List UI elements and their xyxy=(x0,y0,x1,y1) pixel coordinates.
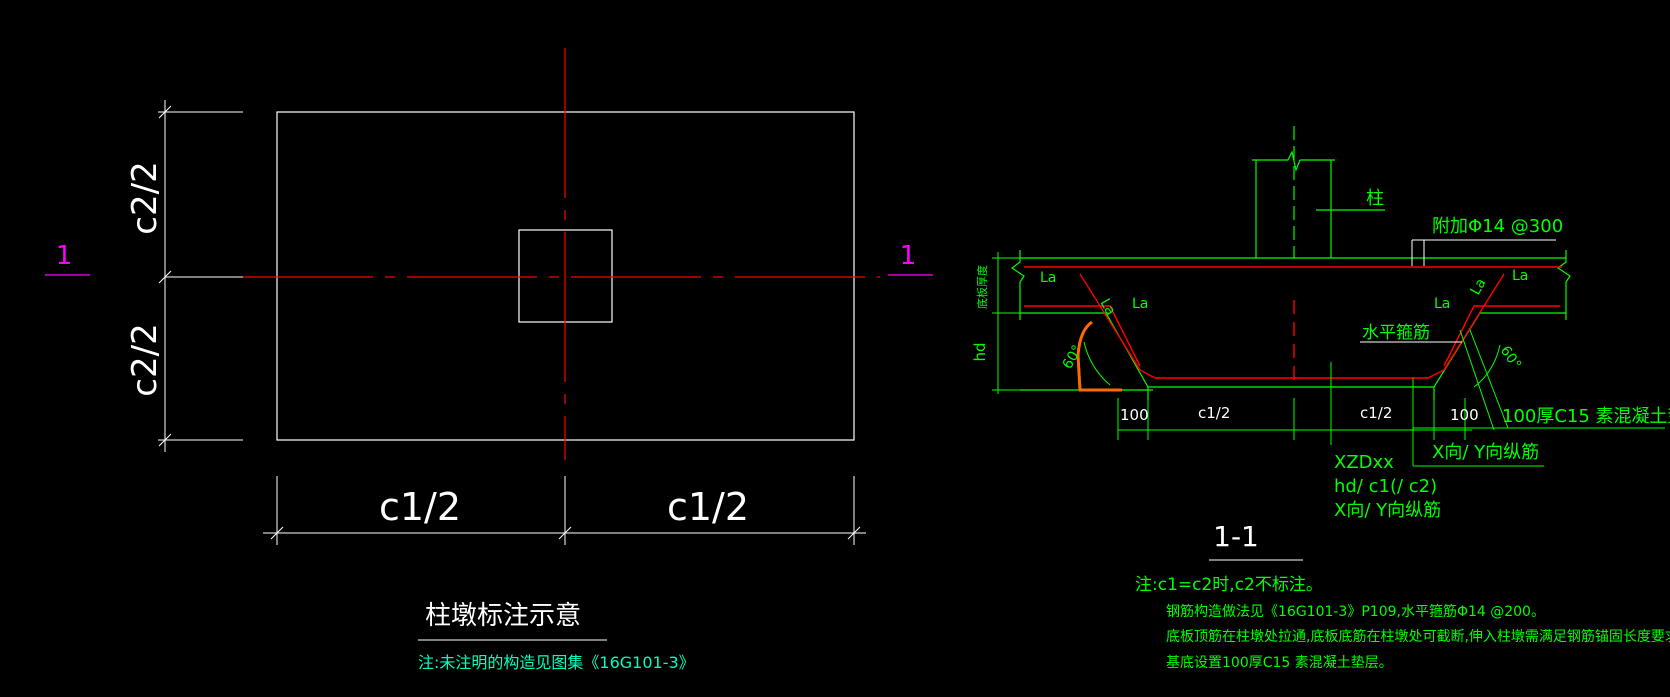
section-mark-right: 1 xyxy=(900,241,917,271)
label-add-bar: 附加Φ14 @300 xyxy=(1432,216,1563,237)
dim-c1-section-left: c1/2 xyxy=(1198,404,1230,422)
column-section xyxy=(1252,126,1385,258)
dim-c1-left: c1/2 xyxy=(379,485,461,529)
note-line-3: 底板顶筋在柱墩处拉通,底板底筋在柱墩处可截断,伸入柱墩需满足钢筋锚固长度要求。 xyxy=(1166,628,1670,645)
add-bar-leader xyxy=(1411,239,1556,266)
horizontal-dimension xyxy=(263,476,866,545)
label-angle-left: 60° xyxy=(1060,342,1086,372)
label-la-3: La xyxy=(1132,296,1148,312)
left-vert-dimension xyxy=(992,252,1022,394)
label-la-4: La xyxy=(1434,296,1450,312)
label-horizontal-stirrup: 水平箍筋 xyxy=(1362,323,1430,343)
label-column: 柱 xyxy=(1366,188,1384,209)
label-xy-bars: X向/ Y向纵筋 xyxy=(1432,442,1539,463)
section-mark-left: 1 xyxy=(56,241,73,271)
label-hd: hd xyxy=(971,342,989,361)
tag-dims: hd/ c1(/ c2) xyxy=(1334,476,1437,497)
label-la-1: La xyxy=(1040,270,1056,286)
plan-title: 柱墩标注示意 xyxy=(425,601,581,631)
dim-100-right: 100 xyxy=(1450,406,1479,424)
label-la-6: La xyxy=(1512,268,1528,284)
orange-markup xyxy=(1076,320,1122,392)
dim-c1-right: c1/2 xyxy=(667,485,749,529)
label-la-5: La xyxy=(1468,276,1490,298)
tag-lines xyxy=(1330,329,1665,467)
label-la-2: La xyxy=(1097,296,1119,318)
angle-arc-right xyxy=(1473,344,1501,388)
rebars xyxy=(1024,266,1562,380)
note-line-2: 钢筋构造做法见《16G101-3》P109,水平箍筋Φ14 @200。 xyxy=(1166,603,1545,620)
note-line-4: 基底设置100厚C15 素混凝土垫层。 xyxy=(1166,654,1393,671)
dim-100-left: 100 xyxy=(1120,406,1149,424)
plan-note: 注:未注明的构造见图集《16G101-3》 xyxy=(418,653,695,672)
label-cushion: 100厚C15 素混凝土垫层 xyxy=(1502,406,1670,427)
label-angle-right: 60° xyxy=(1497,343,1524,373)
section-bottom-dimension xyxy=(1117,398,1472,440)
label-slab-thickness: 底板厚度 xyxy=(975,265,989,309)
dim-c1-section-right: c1/2 xyxy=(1360,404,1392,422)
section-view: 柱 附加Φ14 @300 xyxy=(971,126,1670,561)
notes: 注:c1=c2时,c2不标注。 钢筋构造做法见《16G101-3》P109,水平… xyxy=(1135,575,1670,671)
plan-view: c2/2 c2/2 c1/2 c1/2 1 1 柱墩标注示意 注:未注明的构造见… xyxy=(45,48,933,672)
note-line-1: 注:c1=c2时,c2不标注。 xyxy=(1135,575,1323,595)
vertical-dimension xyxy=(158,100,243,452)
dim-c2-bottom: c2/2 xyxy=(125,323,165,396)
tag-xzd: XZDxx xyxy=(1334,452,1394,473)
tag-bars: X向/ Y向纵筋 xyxy=(1334,500,1441,521)
section-title: 1-1 xyxy=(1213,520,1259,553)
angle-arc-left xyxy=(1083,341,1111,386)
dim-c2-top: c2/2 xyxy=(125,161,165,234)
